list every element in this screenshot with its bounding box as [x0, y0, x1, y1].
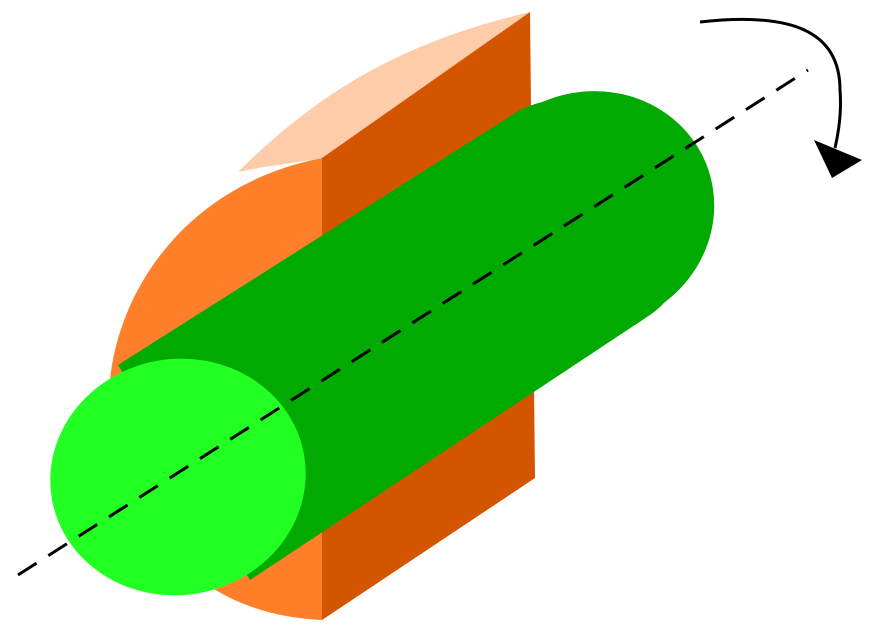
rotation-arrowhead — [814, 140, 862, 178]
rotation-axis — [17, 68, 809, 577]
rotation-arrow-curve — [699, 17, 842, 149]
cylinder — [50, 91, 715, 596]
block-top-face — [238, 12, 530, 172]
curved-arrow-icon — [699, 17, 862, 178]
cylinder-front-cap — [50, 358, 306, 596]
